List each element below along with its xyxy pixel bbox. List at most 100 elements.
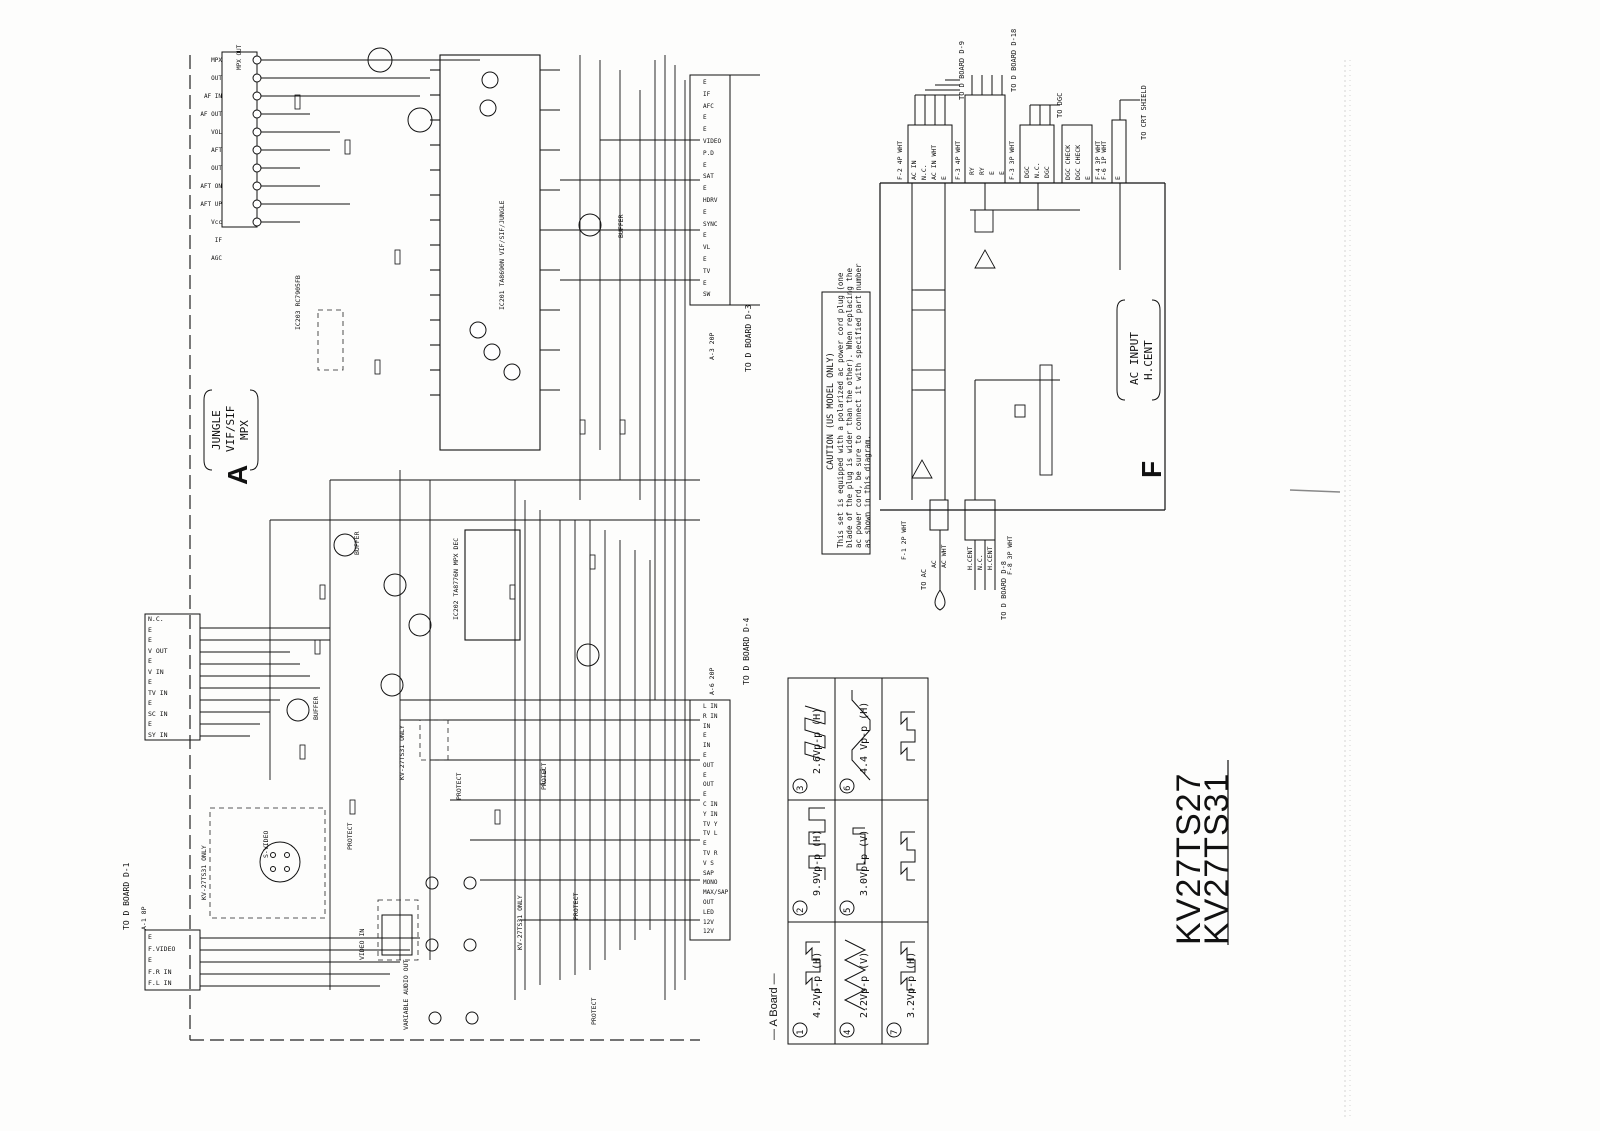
a3-pin: SYNC xyxy=(703,220,718,228)
rca-jacks xyxy=(381,876,479,1025)
a6-pin: SAP xyxy=(703,869,714,877)
a6-pin: OUT xyxy=(703,781,714,789)
connector-a6-label: A-6 20P xyxy=(708,667,716,695)
connector-if201-pins xyxy=(252,55,262,227)
a6-pin: MAX/SAP xyxy=(703,889,729,897)
connector-a3-box xyxy=(689,74,760,306)
f3-to: TO D BOARD D-18 xyxy=(1010,28,1018,92)
waveform-heading: — A Board — xyxy=(768,973,780,1040)
kv27ts31-only-label-2: KV-27TS31 ONLY xyxy=(398,725,406,780)
buffer-label-3: BUFFER xyxy=(617,214,625,238)
f3b-pin-2: N.C. xyxy=(1033,162,1041,178)
waveform-7-value: 3.2Vp-p (H) xyxy=(906,951,917,1018)
waveform-6-value: 4.4 Vp-p (H) xyxy=(859,701,870,774)
f2-to: TO D BOARD D-9 xyxy=(958,40,966,100)
video-in-label: VIDEO IN xyxy=(358,928,366,960)
f3b-to: TO DGC xyxy=(1056,92,1064,118)
caution-box xyxy=(821,291,871,555)
a3-pin: IF xyxy=(703,90,711,98)
to-d-board-d4: TO D BOARD D-4 xyxy=(742,617,751,685)
a2-pin-5: E xyxy=(148,657,152,665)
connector-a3-label: A-3 20P xyxy=(708,332,716,360)
protect-label-2: PROTECT xyxy=(540,762,548,790)
connector-a6-box xyxy=(689,699,731,941)
f3-name: F-3 4P WHT xyxy=(954,140,962,180)
waveform-2-value: 9.9Vp-p (H) xyxy=(812,829,823,896)
option-regions xyxy=(209,309,449,961)
a3-pin: TV xyxy=(703,267,711,275)
board-f-title-2: H.CENT xyxy=(1142,340,1155,380)
a1-pin-4: F.R IN xyxy=(148,967,172,976)
connector-a6-pins: L IN R IN IN E IN E OUT E OUT E C IN Y I… xyxy=(703,702,729,937)
f6-pin-1: E xyxy=(1114,176,1122,180)
a6-pin: E xyxy=(703,771,707,779)
ic201-test-points xyxy=(469,71,521,381)
f2-name: F-2 4P WHT xyxy=(896,140,904,180)
caution-line-1: This set is equipped with a polarized ac… xyxy=(836,272,845,548)
waveform-table xyxy=(787,677,929,1045)
a6-pin: E xyxy=(703,751,707,759)
board-f-wires xyxy=(911,75,1140,611)
traces-vertical xyxy=(269,55,686,1000)
a2-pin-3: E xyxy=(148,636,152,644)
a6-pin: 12V xyxy=(703,918,714,926)
f3-pin-1: RY xyxy=(968,167,976,175)
f6-name: F-6 1P WHT xyxy=(1100,140,1108,180)
a2-pin-12: SY IN xyxy=(148,730,168,739)
board-a-title-1: JUNGLE xyxy=(210,410,223,450)
traces-horizontal xyxy=(200,139,700,987)
caution-line-4: as shown in this diagram. xyxy=(863,435,872,548)
f8-pin-1: H.CENT xyxy=(966,546,974,570)
buffer-label-2: BUFFER xyxy=(312,696,320,720)
a6-pin: E xyxy=(703,840,707,848)
component-marks xyxy=(294,94,626,825)
f3-pin-2: RY xyxy=(978,167,986,175)
a6-pin: E xyxy=(703,732,707,740)
transistors xyxy=(286,47,602,722)
a6-pin: TV L xyxy=(703,830,718,838)
if201-pin-5: AFT OUT xyxy=(211,147,222,172)
a3-pin: SW xyxy=(703,291,711,299)
f1-to: TO AC xyxy=(920,568,928,590)
s-video-label: S-VIDEO xyxy=(262,830,270,858)
waveform-1-value: 4.2Vp-p (H) xyxy=(812,951,823,1018)
connector-a2-pins: N.C. E E V OUT E V IN E TV IN E SC IN E … xyxy=(148,614,198,740)
board-a-title-2: VIF/SIF xyxy=(224,405,237,452)
f4-pin-3: E xyxy=(1084,176,1092,180)
waveform-traces xyxy=(804,690,916,1011)
protect-label-3: PROTECT xyxy=(572,892,580,920)
a3-pin: VIDEO xyxy=(703,137,722,145)
a3-pin: E xyxy=(703,79,707,86)
connector-a1-box xyxy=(144,929,201,991)
waveform-5-value: 3.0Vp-p (V) xyxy=(859,829,870,896)
a2-pin-2: E xyxy=(148,625,152,634)
f3b-pin-1: DGC xyxy=(1023,166,1031,178)
if201-pin: MPX OUT xyxy=(236,44,243,70)
waveform-4-num: 4 xyxy=(843,1029,853,1035)
a3-pin: E xyxy=(703,126,707,134)
f8-pin-2: N.C. xyxy=(976,554,984,570)
connector-a1-label: A-1 8P xyxy=(140,906,148,930)
a3-pin: E xyxy=(703,161,707,169)
protect-label-4: PROTECT xyxy=(590,997,598,1025)
jungle-ic-label: IC201 TA8690N VIF/SIF/JUNGLE xyxy=(498,200,506,310)
board-a-frame xyxy=(189,55,700,1041)
a6-pin: OUT xyxy=(703,898,714,906)
board-f-title-1: AC INPUT xyxy=(1128,332,1141,385)
caution-line-2: blade of the plug is wider than the othe… xyxy=(845,268,854,548)
f4-pin-2: DGC CHECK xyxy=(1074,144,1082,180)
waveform-6-num: 6 xyxy=(843,785,853,791)
a3-pin: VL xyxy=(703,244,711,252)
a3-pin: AFC xyxy=(703,102,714,110)
if201-pin-labels: MPX OUT xyxy=(226,45,254,227)
f2-pin-3: AC IN WHT xyxy=(930,144,938,180)
a6-pin: TV R xyxy=(703,849,718,857)
a6-pin: R IN xyxy=(703,712,718,720)
f1-name: F-1 2P WHT xyxy=(900,520,908,560)
a2-pin-11: E xyxy=(148,720,152,728)
f3b-pin-3: DGC xyxy=(1043,166,1051,178)
a2-pin-4: V OUT xyxy=(148,646,168,655)
connector-a2-box xyxy=(144,613,201,741)
a2-pin-1: N.C. xyxy=(148,615,164,623)
